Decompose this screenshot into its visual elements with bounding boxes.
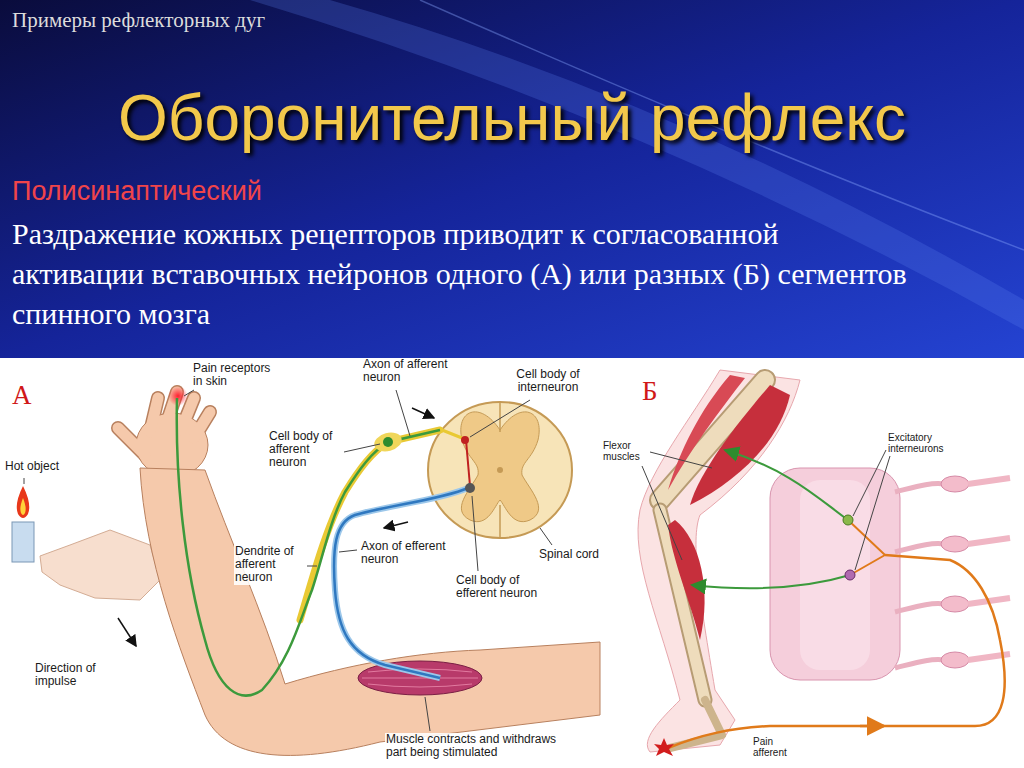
muscle [358,661,482,695]
interneuron-body [843,515,853,525]
flame [17,486,29,518]
callout-label: Excitatory interneurons [887,432,961,454]
efferent-body [465,483,475,493]
dorsal-root [442,430,462,438]
leader-line [339,550,357,552]
leader-line [425,697,430,731]
impulse-arrow [118,618,136,646]
leader-line [650,452,712,468]
panel-letter: Б [642,376,658,407]
finger-fills [118,392,210,455]
leader-line [853,450,886,516]
impulse-arrow [384,522,408,528]
ganglion [941,476,969,492]
callout-label: Axon of efferent neuron [360,540,454,566]
gray-matter [800,480,870,670]
leader-line [307,566,317,567]
finger [150,398,158,432]
interneuron-body [461,436,469,444]
leader-line [855,456,890,570]
ganglion [941,536,969,552]
description-text: Раздражение кожных рецепторов приводит к… [12,214,912,334]
leader-line [184,390,194,396]
pain-stimulus [654,738,674,756]
callout-label: Flexor muscles [602,440,650,462]
callout-label: Pain receptors in skin [192,362,282,388]
nerve-roots [895,476,1010,668]
leader-line [470,400,530,437]
callout-label: Cell body of afferent neuron [268,430,342,470]
tibia [660,510,705,700]
leader-line [540,528,552,545]
subtitle: Полисинаптический [12,176,262,207]
thumb [118,428,145,455]
header-band [0,0,1024,358]
finger [194,412,210,438]
impulse-arrow [412,408,434,418]
efferent-neuron [334,488,468,678]
callout-label: Axon of afferent neuron [362,358,456,384]
impulse-arrow [860,725,884,728]
leader-line [24,478,25,484]
ganglion [941,596,969,612]
callout-label: Dendrite of afferent neuron [234,545,306,585]
leader-line [396,390,410,436]
interneuron-body [845,570,855,580]
white-ground [0,358,1024,768]
interneuron [466,440,470,486]
callout-label: Spinal cord [538,548,600,561]
nerve-root [895,484,945,668]
finger [150,398,158,432]
spinal-nerve [968,478,1010,660]
spinal-cord-segment [770,468,900,680]
foot-bones [670,700,722,748]
motor-neuron [725,450,848,520]
afferent-branch [848,520,885,575]
efferent-nerve [334,488,468,678]
leader-line [344,444,380,452]
motor-neuron [692,575,850,588]
ganglion [941,652,969,668]
finger [194,412,210,438]
callout-label: Direction of impulse [34,662,108,688]
flexor-muscle [668,520,705,640]
slide-header: Примеры рефлекторных дуг [12,8,265,33]
callout-label: Cell body of efferent neuron [455,574,559,600]
slide-title: Оборонительный рефлекс [0,82,1024,156]
leader-line [472,496,478,571]
leader-lines [24,390,552,731]
central-canal [497,467,503,473]
ganglion [372,430,404,455]
hand-outline [40,530,160,600]
callout-label: Hot object [4,460,60,473]
panel-letter: А [12,380,32,411]
leader-line [642,466,682,560]
pain-afferent [668,555,1005,748]
afferent-body [383,437,393,447]
flame [20,498,25,515]
tibia [660,510,705,700]
muscle [668,375,745,490]
callout-label: Muscle contracts and withdraws part bein… [385,733,579,759]
callout-label: Pain afferent [752,736,806,758]
leader-lines [642,450,890,570]
spinal-cord [428,402,572,538]
candle [12,522,34,562]
callout-label: Cell body of interneuron [507,368,589,394]
